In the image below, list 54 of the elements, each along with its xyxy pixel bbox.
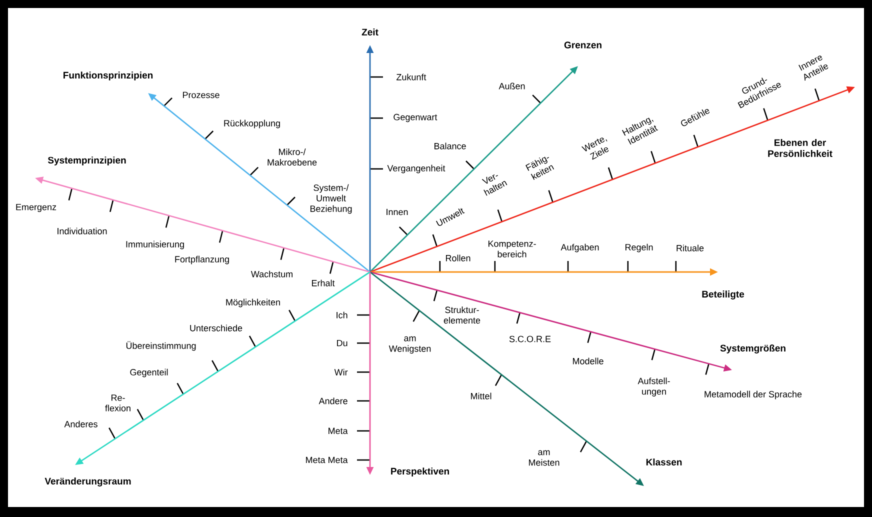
axis-label: Innen [386,208,408,216]
axis-label: Re- flexion [105,394,130,412]
axis-title: Beteiligte [702,290,744,300]
axis-label: Struktur- elemente [444,306,480,324]
axis-label: Andere [318,398,348,404]
axis-label: Fähig- keiten [526,156,554,180]
axis-label: Rituale [676,244,704,252]
axis-label: Vergangenheit [387,164,446,174]
axis-label: Kompetenz- bereich [488,240,536,258]
axis-label: S.C.O.R.E [509,336,551,342]
axis-label: Anderes [64,420,98,428]
axis-label: Balance [434,142,466,150]
axis-label: System-/ Umwelt Beziehung [310,184,352,214]
axis-label: Modelle [572,358,604,364]
axis-label: Gegenwart [394,114,438,122]
axis-label: Übereinstimmung [126,341,196,351]
axis-label: Fortpflanzung [175,256,229,264]
axis-label: Meta [328,428,348,434]
axis-label: Ich [336,312,348,318]
axis-title: Zeit [362,28,378,36]
axis-title: Ebenen der Persönlichkeit [768,139,832,157]
axis-label: Unterschiede [190,324,242,332]
axis-label: Emergenz [16,204,56,212]
axis-label: Individuation [58,228,107,234]
axis-label: Regeln [625,244,653,252]
axis-label: Immunisierung [126,240,184,250]
axis-title: Grenzen [564,42,602,48]
axis-label: Meta Meta [306,456,348,464]
axis-label: Prozesse [182,92,220,98]
axis-label: Rollen [446,254,470,262]
axis-label: Gegenteil [130,368,168,378]
axis-label: Aufstell- ungen [638,378,670,396]
axis-label: Rückkopplung [224,120,280,128]
axis-title: Funktionsprinzipien [64,72,153,80]
axis-label: Möglichkeiten [226,298,280,308]
axis-label: Aufgaben [560,244,599,252]
axis-label: Zukunft [396,74,426,80]
axis-label: Metamodell der Sprache [704,390,802,400]
axis-title: Klassen [646,458,682,466]
axis-label: Mittel [471,392,492,400]
axis-label: Mikro-/ Makroebene [268,148,317,166]
axis-label: Erhalt [312,280,335,286]
axis-title: Systemgrößen [720,344,786,354]
axis-label: Werte, Ziele [582,138,609,160]
axis-label: Wachstum [250,270,292,278]
axis-label: Du [337,340,348,346]
axis-label: am Wenigsten [388,336,431,354]
axis-label: am Meisten [529,450,560,466]
axis-title: Veränderungsraum [44,478,131,486]
axis-label: Ver- halten [482,174,508,196]
axis-title: Perspektiven [391,468,449,476]
axis-label: Wir [334,368,348,376]
axis-title: Systemprinzipien [48,156,126,166]
axis-label: Außen [498,82,525,90]
